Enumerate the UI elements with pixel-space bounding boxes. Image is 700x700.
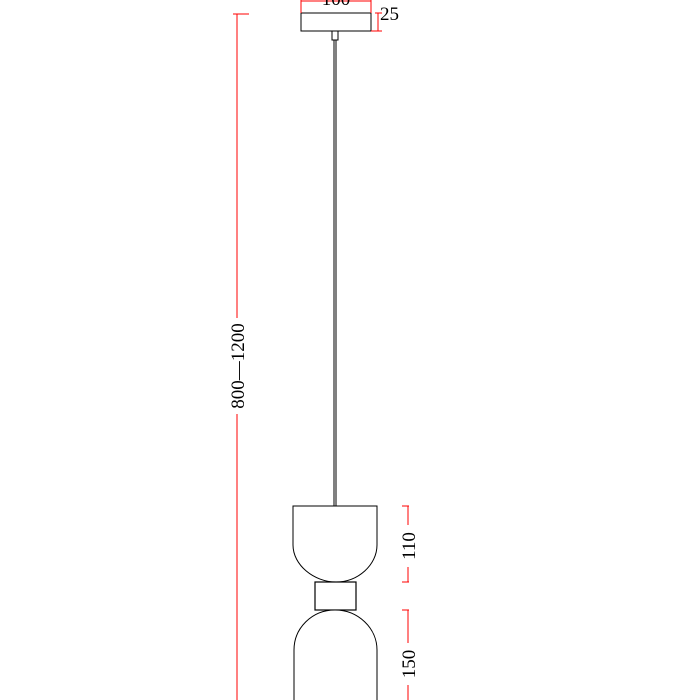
- canopy-height-label: 25: [380, 4, 399, 25]
- canopy: [300, 12, 372, 32]
- canopy-height-dimension: [371, 12, 382, 32]
- label-background: [399, 643, 417, 685]
- label-background: [399, 525, 417, 567]
- lower-shade: [293, 609, 378, 700]
- canopy-width-dimension: [300, 0, 372, 13]
- label-background: [228, 318, 248, 414]
- upper-shade: [292, 505, 378, 583]
- shade-connector-ring: [314, 581, 357, 611]
- canopy-width-label: 100: [322, 0, 351, 10]
- cable-connector: [331, 30, 339, 41]
- suspension-rod: [333, 40, 337, 506]
- upper-shade-height-label: 110: [399, 532, 420, 560]
- lower-shade-height-label: 150: [399, 650, 420, 679]
- cable-length-label: 800—1200: [228, 323, 249, 409]
